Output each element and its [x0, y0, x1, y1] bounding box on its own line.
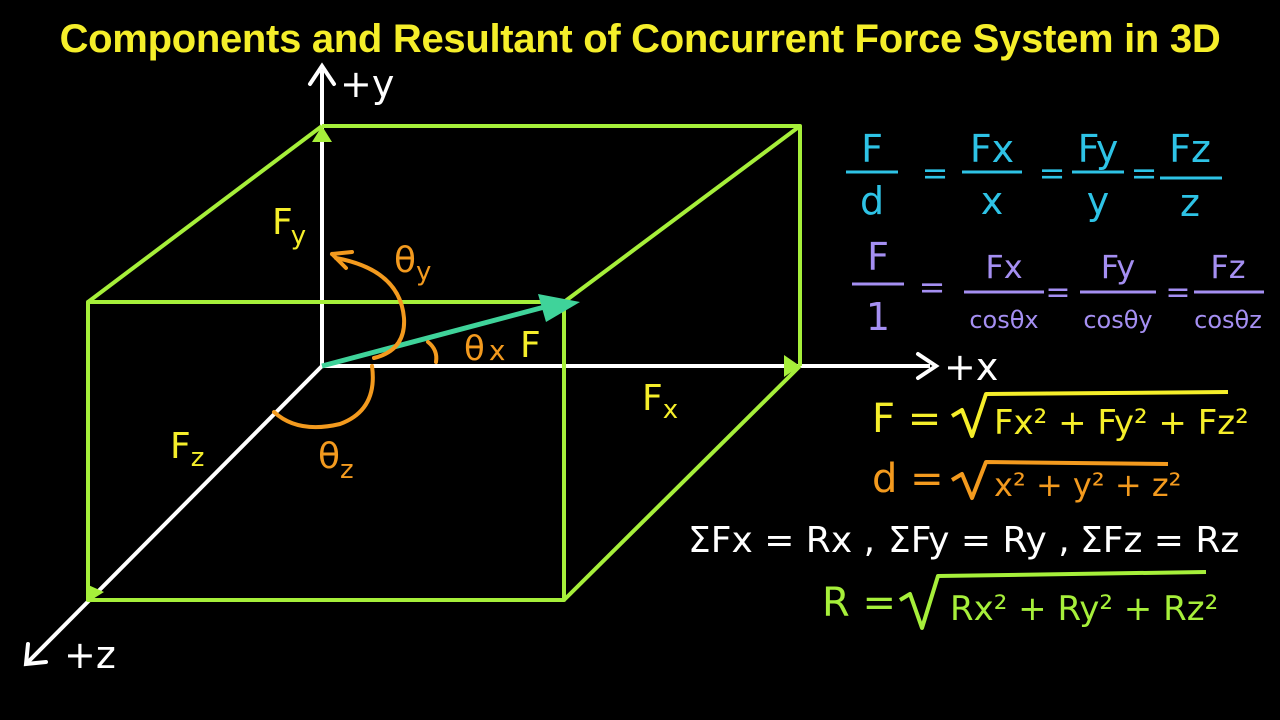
eq1-fx: Fx [970, 127, 1014, 171]
eq2-f: F [867, 235, 889, 279]
eq2-equals-3: = [1165, 275, 1190, 310]
equation-distance: d = x² + y² + z² [872, 456, 1181, 504]
y-axis-arrowhead [308, 62, 336, 86]
equation-direction-ratios: F d = Fx x = Fy y = Fz z [846, 127, 1222, 225]
eq1-fy: Fy [1078, 127, 1119, 171]
theta-x-arc [426, 340, 439, 364]
eq2-cosy: cosθy [1083, 306, 1152, 334]
eq5-part2: ΣFy = Ry , [888, 520, 1070, 561]
theta-y-arrow [330, 250, 354, 270]
equation-direction-cosines: F 1 = Fx cosθx = Fy cosθy = Fz cosθz [852, 235, 1264, 339]
force-vector-line [321, 302, 553, 369]
eq6-radicand: Rx² + Ry² + Rz² [950, 589, 1218, 629]
eq4-lhs: d = [872, 456, 944, 502]
eq3-lhs: F = [872, 396, 941, 442]
theta-z-arc [272, 364, 375, 430]
eq2-cosx: cosθx [969, 306, 1038, 334]
x-axis-label: +x [944, 345, 998, 389]
eq1-d: d [860, 179, 884, 223]
theta-y-label: θy [394, 240, 431, 287]
rectangular-box [86, 124, 802, 602]
fx-arrowhead [784, 355, 800, 377]
force-vector-arrowhead [538, 294, 580, 322]
eq3-radicand: Fx² + Fy² + Fz² [994, 403, 1249, 443]
fx-label: Fx [642, 378, 678, 425]
eq2-cosz: cosθz [1194, 306, 1262, 334]
eq1-equals-2: = [1039, 154, 1066, 192]
fy-arrowhead [312, 126, 332, 142]
box-top-left-edge [86, 124, 324, 304]
fz-label: Fz [170, 426, 204, 473]
eq1-z: z [1180, 181, 1200, 225]
box-top-right-edge [562, 124, 802, 304]
eq5-part3: ΣFz = Rz [1080, 520, 1239, 561]
eq2-one: 1 [866, 295, 890, 339]
fz-arrowhead [86, 584, 104, 602]
force-label: F [520, 325, 541, 366]
eq1-f: F [861, 127, 883, 171]
eq2-fx: Fx [985, 248, 1022, 286]
eq6-lhs: R = [822, 580, 896, 626]
eq1-fz: Fz [1169, 127, 1211, 171]
eq1-x: x [981, 179, 1004, 223]
z-axis-line [26, 364, 324, 664]
equation-force-magnitude: F = Fx² + Fy² + Fz² [872, 390, 1249, 443]
angle-arcs [272, 250, 439, 430]
theta-z-label: θz [318, 436, 354, 485]
z-axis-label: +z [64, 633, 116, 677]
theta-y-arc [334, 256, 407, 360]
eq5-part1: ΣFx = Rx , [688, 520, 875, 561]
eq2-fz: Fz [1210, 248, 1245, 286]
eq4-radicand: x² + y² + z² [994, 466, 1181, 504]
coordinate-axes [23, 62, 940, 667]
equation-sum-components: ΣFx = Rx , ΣFy = Ry , ΣFz = Rz [688, 520, 1239, 561]
eq2-equals-1: = [919, 268, 946, 306]
box-front-face [86, 300, 566, 602]
eq2-fy: Fy [1101, 248, 1135, 286]
y-axis-label: +y [340, 62, 394, 106]
eq1-equals-1: = [922, 154, 949, 192]
eq1-y: y [1087, 179, 1110, 223]
fy-label: Fy [272, 202, 306, 251]
x-axis-arrowhead [916, 352, 940, 380]
eq1-equals-3: = [1131, 154, 1158, 192]
z-axis-arrowhead [23, 642, 48, 667]
eq2-equals-2: = [1045, 275, 1070, 310]
page-title: Components and Resultant of Concurrent F… [60, 17, 1221, 61]
equation-resultant: R = Rx² + Ry² + Rz² [822, 570, 1218, 630]
box-bottom-right-edge [562, 364, 802, 602]
